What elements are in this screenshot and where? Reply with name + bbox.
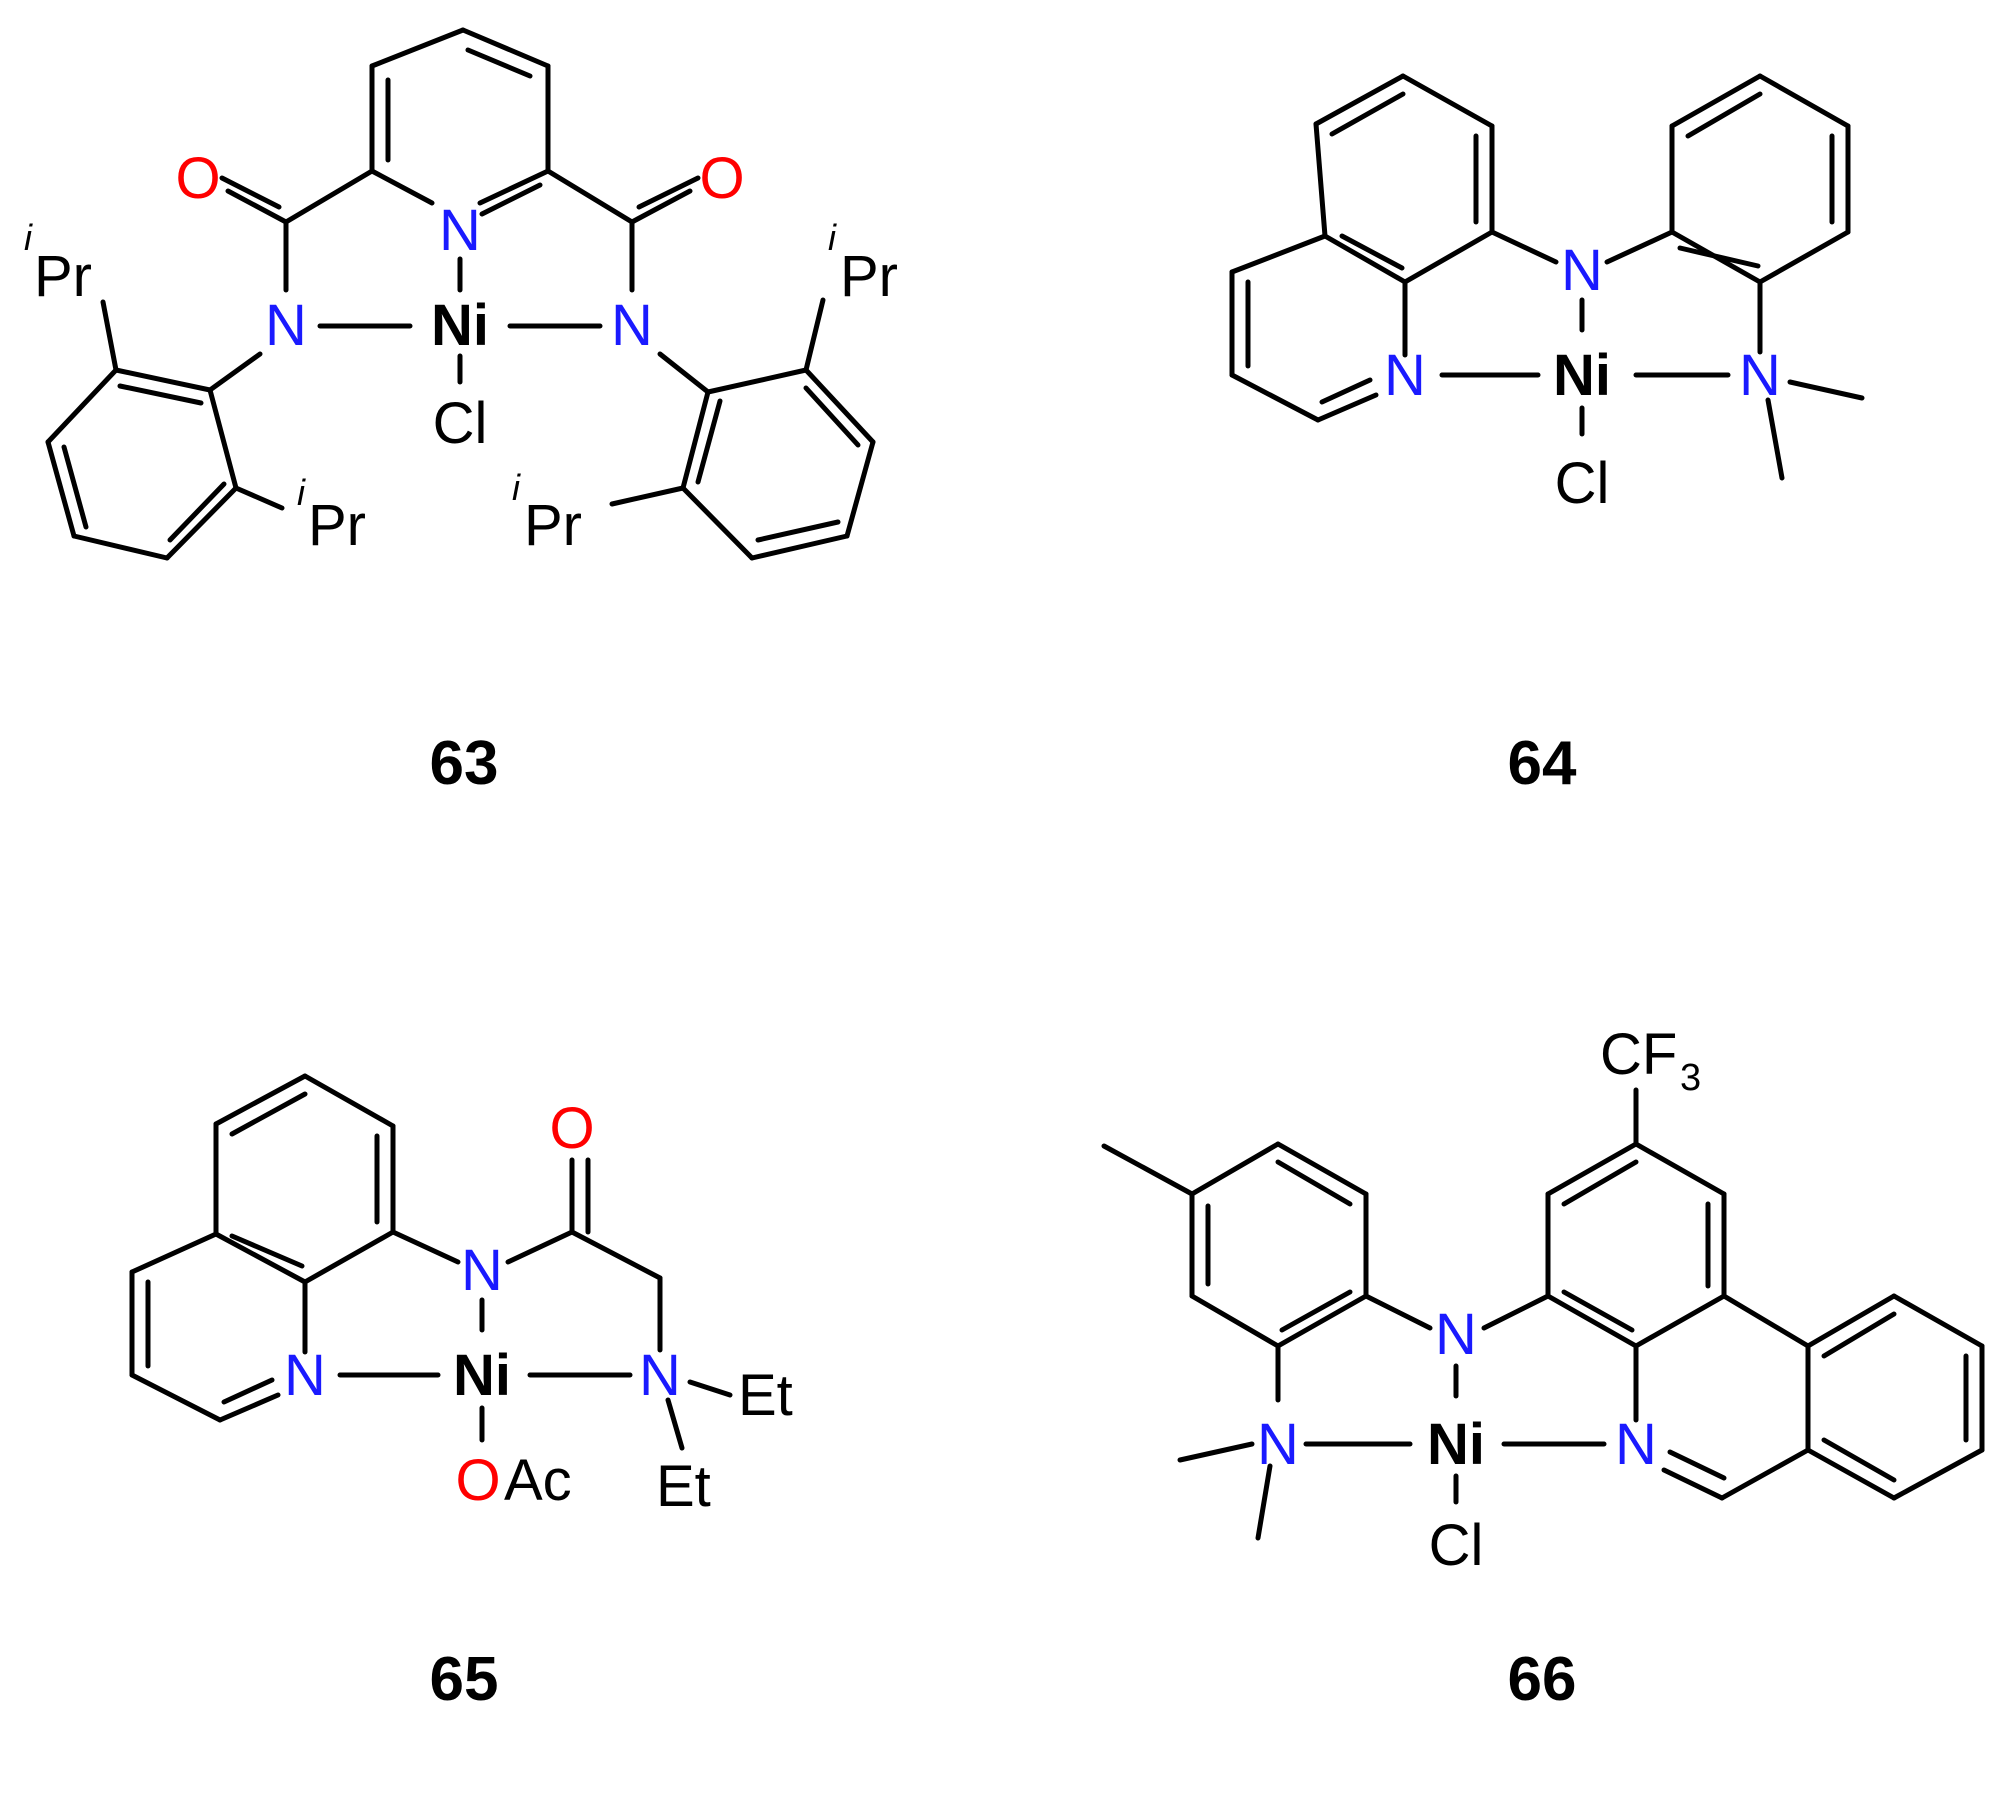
isopropyl-label-bottom-left: i Pr: [297, 472, 366, 558]
chloride-label: Cl: [1429, 1513, 1484, 1578]
svg-text:i: i: [512, 467, 521, 508]
svg-text:3: 3: [1680, 1057, 1701, 1099]
compound-64-bonds: [1229, 73, 1865, 481]
compound-63-labels: N N N O O Ni Cl i Pr i Pr i Pr i Pr: [24, 146, 898, 558]
svg-text:Pr: Pr: [308, 493, 366, 558]
amide-nitrogen-right-label: N: [611, 293, 653, 358]
svg-text:Pr: Pr: [840, 244, 898, 309]
compound-65: O N N N Ni O Ac Et Et 65: [129, 1073, 793, 1714]
isopropyl-label-top-left: i Pr: [24, 217, 92, 309]
compound-63: N N N O O Ni Cl i Pr i Pr i Pr i Pr: [24, 27, 898, 798]
compound-66-bonds: [1101, 1087, 1985, 1541]
amine-nitrogen-label: N: [639, 1343, 681, 1408]
nickel-label: Ni: [431, 293, 489, 358]
amide-nitrogen-left-label: N: [265, 293, 307, 358]
compound-66: N N N Ni Cl CF 3 66: [1101, 1022, 1985, 1714]
compound-number-63: 63: [430, 729, 499, 798]
svg-text:i: i: [828, 217, 837, 258]
pyridine-nitrogen-label: N: [439, 198, 481, 263]
amine-nitrogen-label: N: [1257, 1412, 1299, 1477]
ethyl-label-2: Et: [656, 1454, 711, 1519]
isopropyl-label-top-right: i Pr: [828, 217, 898, 309]
acetate-oxygen-label: O: [455, 1448, 500, 1513]
carbonyl-oxygen-right-label: O: [699, 146, 744, 211]
trifluoromethyl-label: CF 3: [1600, 1022, 1701, 1099]
acetate-label: Ac: [504, 1448, 572, 1513]
amine-nitrogen-label: N: [1739, 343, 1781, 408]
nickel-label: Ni: [1553, 343, 1611, 408]
svg-text:i: i: [24, 217, 33, 258]
compound-number-64: 64: [1508, 729, 1577, 798]
chloride-label: Cl: [433, 391, 488, 456]
svg-text:CF: CF: [1600, 1022, 1677, 1087]
compound-66-labels: N N N Ni Cl CF 3: [1257, 1022, 1701, 1578]
amide-nitrogen-label: N: [1435, 1302, 1477, 1367]
compound-65-labels: O N N N Ni O Ac Et Et: [284, 1096, 793, 1519]
amide-nitrogen-label: N: [461, 1238, 503, 1303]
nickel-label: Ni: [1427, 1412, 1485, 1477]
amide-nitrogen-label: N: [1561, 238, 1603, 303]
chloride-label: Cl: [1555, 451, 1610, 516]
ethyl-label-1: Et: [738, 1363, 793, 1428]
nickel-label: Ni: [453, 1343, 511, 1408]
compound-65-bonds: [129, 1073, 733, 1451]
imine-nitrogen-label: N: [1615, 1412, 1657, 1477]
svg-text:Pr: Pr: [34, 244, 92, 309]
compound-63-bonds: [45, 27, 876, 561]
carbonyl-oxygen-label: O: [549, 1096, 594, 1161]
compound-64-labels: N N N Ni Cl: [1384, 238, 1781, 516]
svg-text:Pr: Pr: [524, 493, 582, 558]
compound-number-65: 65: [430, 1645, 499, 1714]
compound-64: N N N Ni Cl 64: [1229, 73, 1865, 798]
compound-number-66: 66: [1508, 1645, 1577, 1714]
quinoline-nitrogen-label: N: [1384, 343, 1426, 408]
isopropyl-label-bottom-right: i Pr: [512, 467, 582, 558]
carbonyl-oxygen-left-label: O: [175, 146, 220, 211]
quinoline-nitrogen-label: N: [284, 1343, 326, 1408]
svg-text:i: i: [297, 472, 306, 513]
